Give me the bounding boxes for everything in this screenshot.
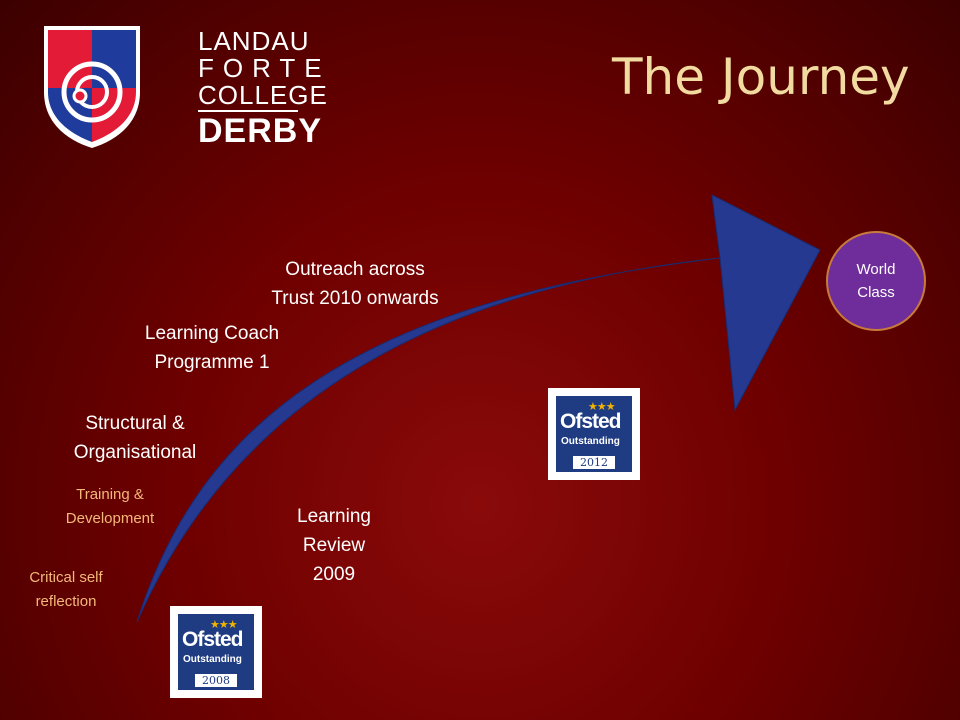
ofsted-badge-2012: ★★★ Ofsted Outstanding 2012 [548, 388, 640, 480]
logo-text-line-3: COLLEGE [198, 80, 328, 110]
slide-title: The Journey [612, 48, 910, 106]
ofsted-grade: Outstanding [561, 436, 620, 447]
stage-critical-reflection: Critical self reflection [29, 569, 103, 610]
stars-icon: ★★★ [210, 619, 238, 631]
logo-divider [198, 110, 298, 112]
world-class-circle: World Class [826, 231, 926, 331]
ofsted-year: 2012 [573, 456, 615, 469]
stage-training-development: Training & Development [65, 486, 155, 527]
world-class-line-1: World [856, 261, 896, 278]
college-logo: LANDAU FORTE COLLEGE DERBY [40, 22, 327, 152]
logo-text-line-2: FORTE [198, 53, 331, 83]
ofsted-wordmark: Ofsted [560, 410, 622, 433]
world-class-line-2: Class [857, 284, 895, 301]
logo-text-line-4: DERBY [198, 112, 323, 150]
stage-outreach: Outreach across Trust 2010 onwards [271, 259, 439, 309]
stage-learning-coach: Learning Coach Programme 1 [144, 323, 280, 373]
logo-text-line-1: LANDAU [198, 26, 310, 56]
ofsted-year: 2008 [195, 674, 237, 687]
ofsted-wordmark: Ofsted [182, 628, 244, 651]
stage-learning-review: Learning Review 2009 [297, 506, 371, 585]
stars-icon: ★★★ [588, 401, 616, 413]
college-crest-icon [44, 26, 140, 148]
stage-structural-organisational: Structural & Organisational [73, 413, 197, 463]
ofsted-badge-2008: ★★★ Ofsted Outstanding 2008 [170, 606, 262, 698]
ofsted-grade: Outstanding [183, 654, 242, 665]
